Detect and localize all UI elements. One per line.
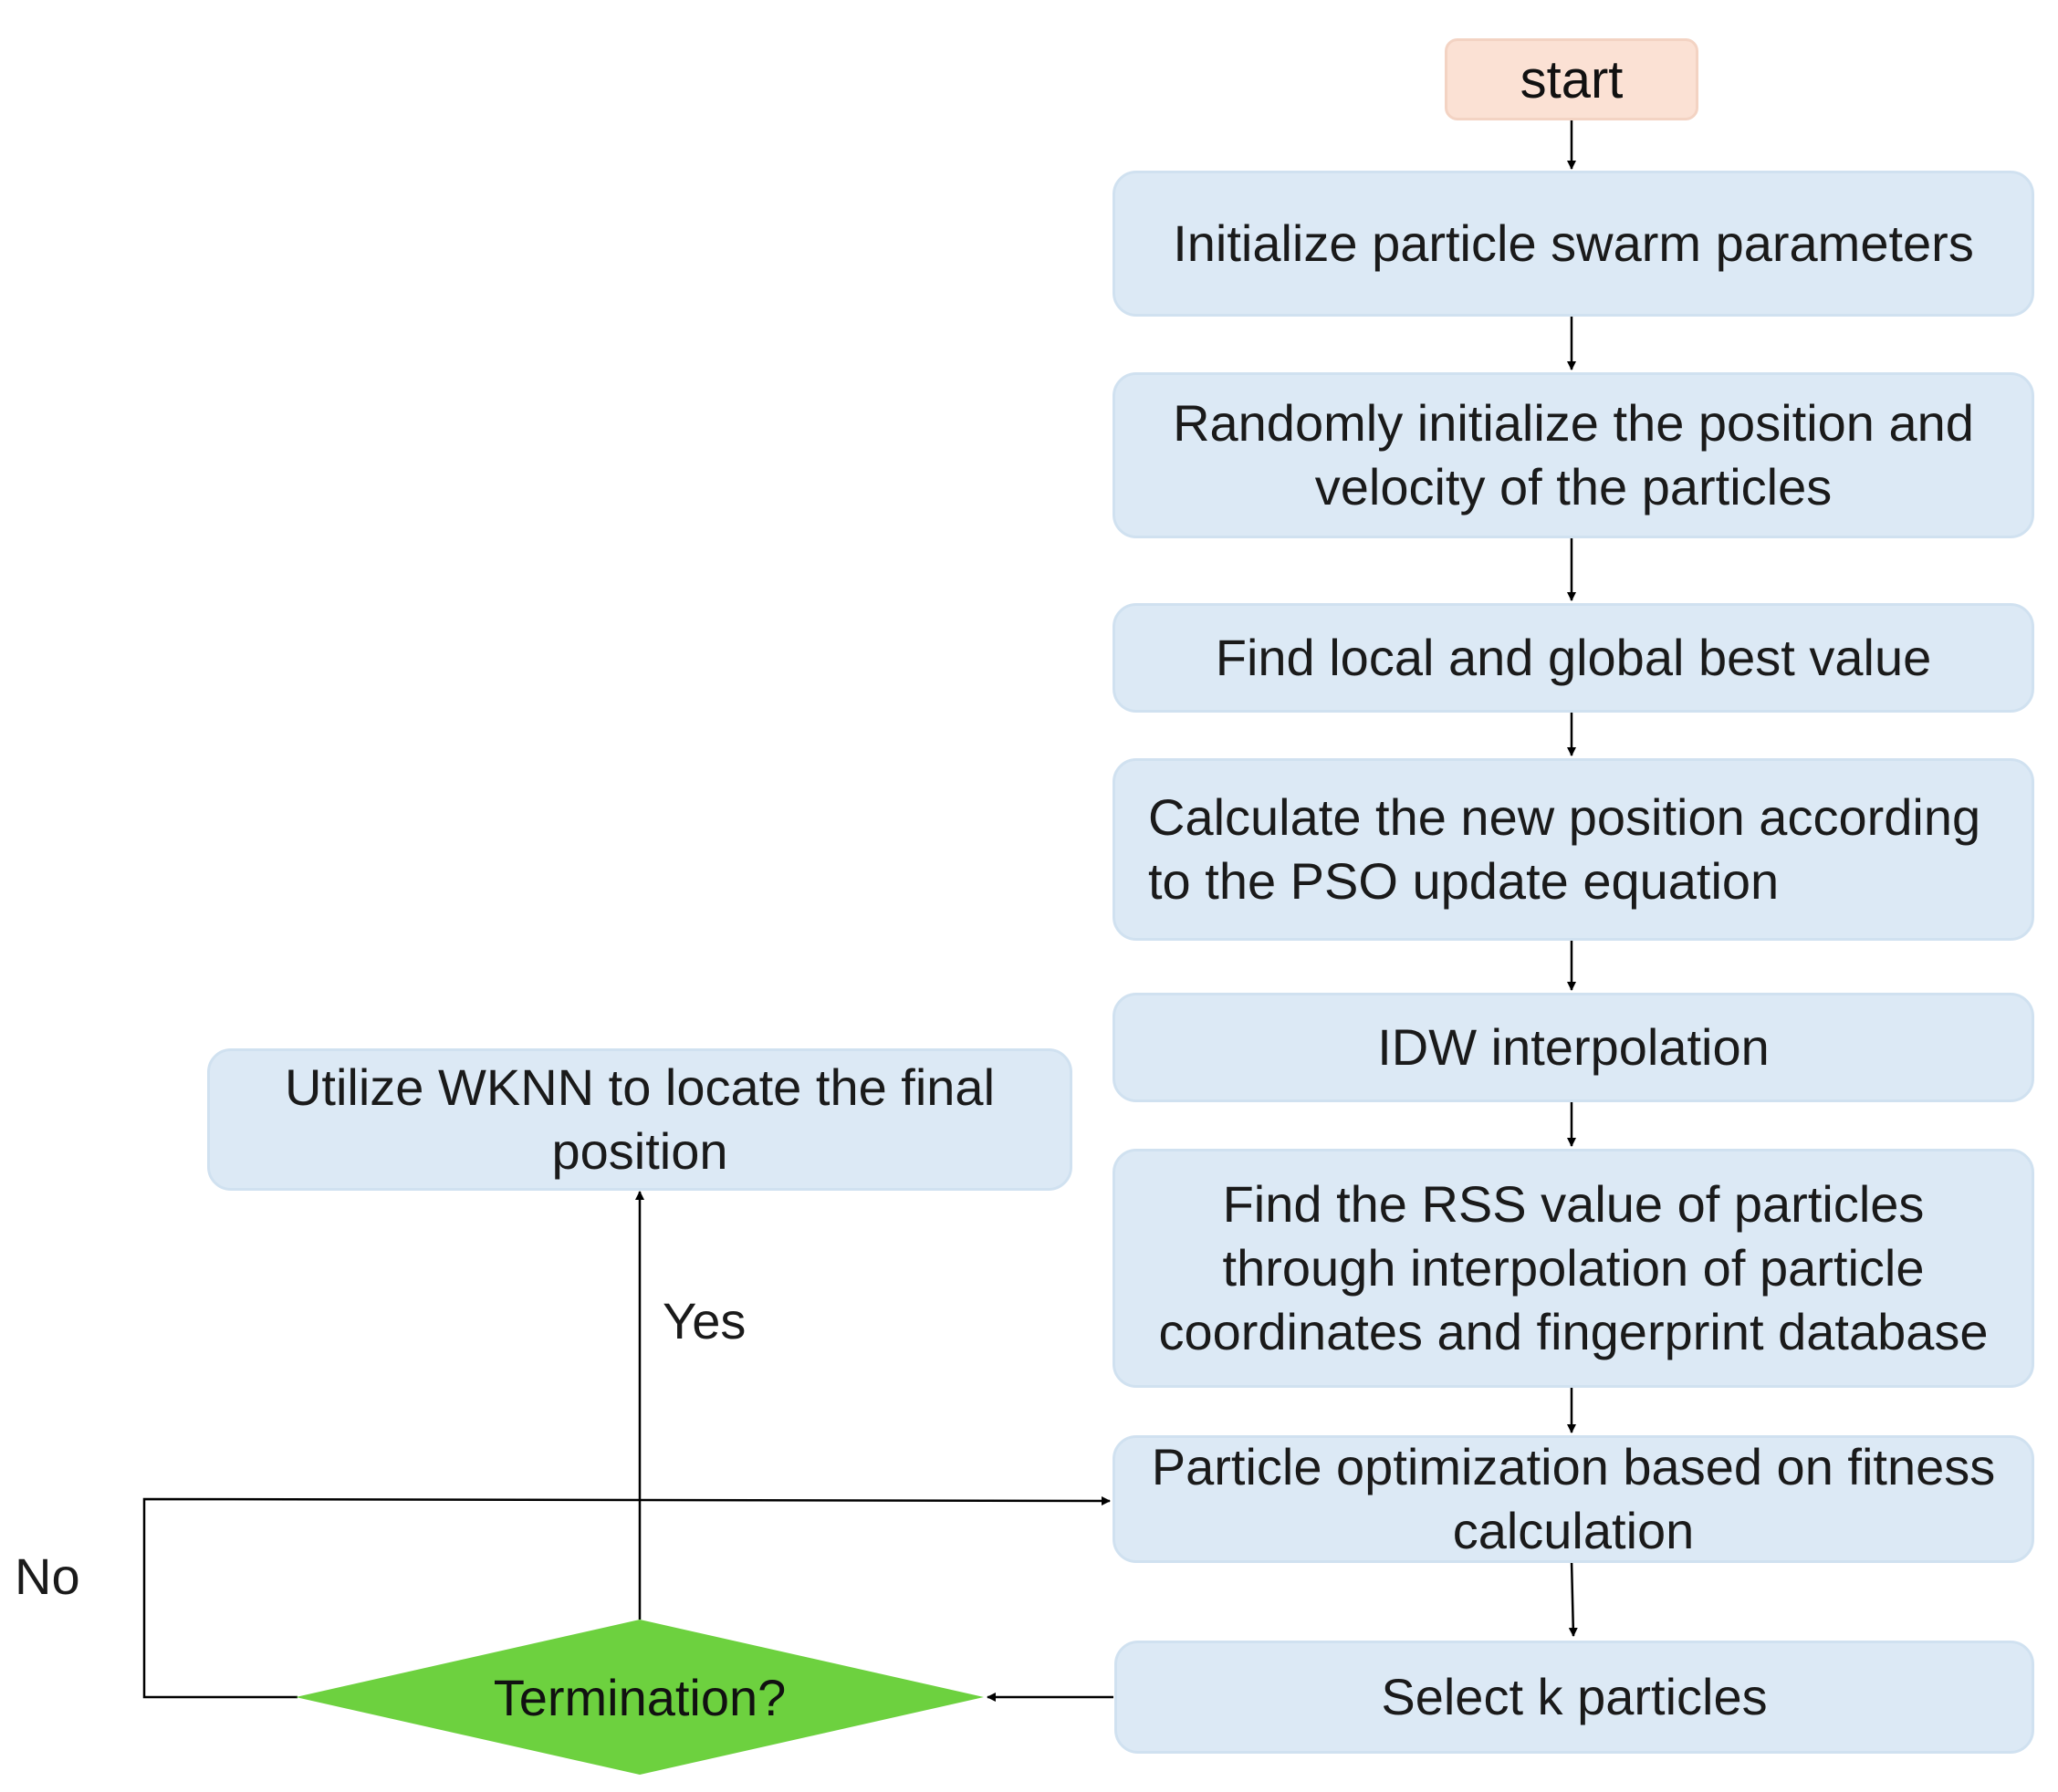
decision-diamond [296,1620,984,1775]
step-wknn-final-position: Utilize WKNN to locate the final positio… [207,1048,1072,1191]
start-label: start [1520,49,1624,109]
step-label: IDW interpolation [1377,1018,1770,1076]
step-find-rss-value: Find the RSS value of particles through … [1113,1149,2034,1388]
arrow-optimize-to-select [1568,1559,1578,1637]
step-calculate-new-position: Calculate the new position according to … [1113,758,2034,941]
decision-label: Termination? [493,1669,787,1726]
step-label: Calculate the new position according to … [1148,788,1981,910]
step-select-k-particles: Select k particles [1114,1641,2034,1754]
step-find-best-value: Find local and global best value [1113,603,2034,713]
no-label: No [15,1547,80,1605]
step-label: Utilize WKNN to locate the final positio… [284,1058,996,1180]
arrow-no-loop [142,1495,1111,1699]
yes-label: Yes [663,1292,747,1349]
step-label: Find local and global best value [1215,629,1932,686]
start-node: start [1445,38,1698,120]
step-label: Particle optimization based on fitness c… [1151,1438,1996,1559]
step-random-initialize: Randomly initialize the position and vel… [1113,372,2034,538]
step-label: Select k particles [1381,1668,1768,1725]
step-idw-interpolation: IDW interpolation [1113,993,2034,1102]
step-label: Randomly initialize the position and vel… [1173,394,1974,516]
step-particle-optimization: Particle optimization based on fitness c… [1113,1435,2034,1563]
step-label: Find the RSS value of particles through … [1158,1175,1989,1360]
step-label: Initialize particle swarm parameters [1173,214,1974,272]
step-initialize-parameters: Initialize particle swarm parameters [1113,171,2034,317]
